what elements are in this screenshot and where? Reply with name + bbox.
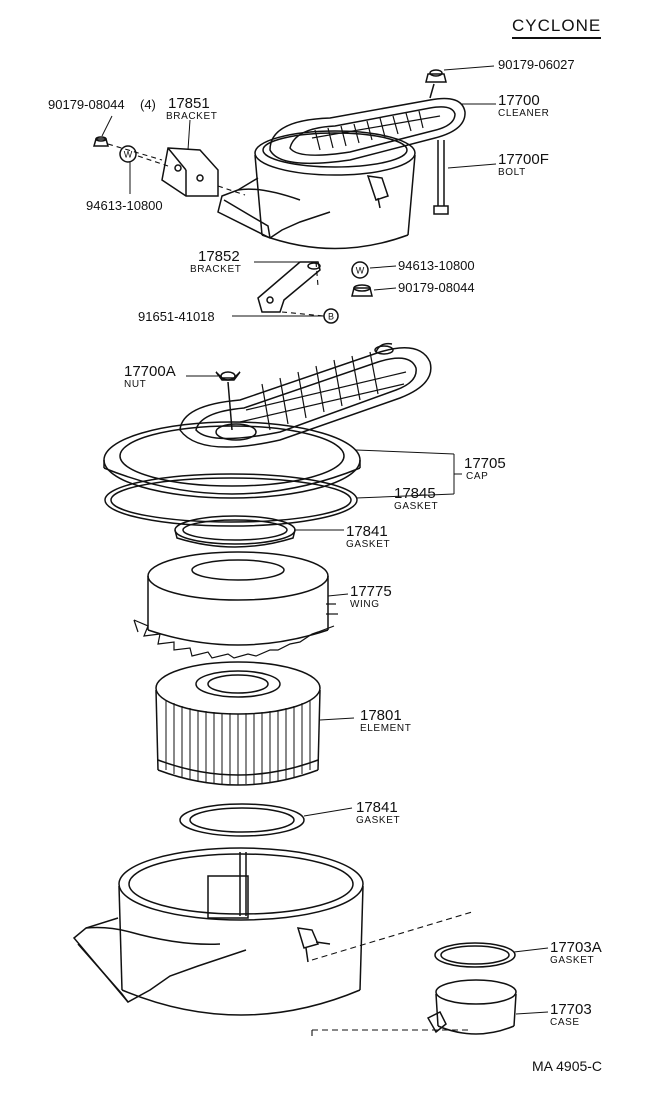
label-17801-number: 17801 — [360, 707, 402, 724]
element-17801-drawing — [156, 662, 320, 785]
drawing-code: MA 4905-C — [532, 1058, 603, 1074]
label-17705-number: 17705 — [464, 455, 506, 472]
label-17841-upper-number: 17841 — [346, 523, 388, 540]
bracket-17852-drawing — [258, 262, 324, 316]
label-17845-name: GASKET — [394, 501, 439, 512]
label-90179-08044-4: 90179-08044 — [48, 97, 125, 112]
label-17841-upper-name: GASKET — [346, 539, 391, 550]
case-group-dashed-outline — [312, 912, 472, 1040]
label-17700-number: 17700 — [498, 92, 540, 109]
case-body-drawing — [74, 848, 363, 1015]
label-17700F-name: BOLT — [498, 167, 526, 178]
washer-marker-upper: W — [124, 150, 133, 160]
label-17841-lower-number: 17841 — [356, 799, 398, 816]
gasket-17841-lower-drawing — [180, 804, 304, 836]
label-17841-lower-name: GASKET — [356, 815, 401, 826]
label-17703-number: 17703 — [550, 1001, 592, 1018]
label-90179-08044: 90179-08044 — [398, 280, 475, 295]
label-17700A-name: NUT — [124, 379, 147, 390]
label-94613-10800-lower: 94613-10800 — [398, 258, 475, 273]
cap-17705-drawing — [104, 344, 431, 498]
leader-lines — [102, 66, 548, 1014]
label-17845-number: 17845 — [394, 485, 436, 502]
page-title: CYCLONE — [512, 16, 602, 39]
label-17700-name: CLEANER — [498, 108, 550, 119]
label-91651-41018: 91651-41018 — [138, 309, 215, 324]
label-17700F-number: 17700F — [498, 151, 549, 168]
label-17703A-name: GASKET — [550, 955, 595, 966]
label-17801-name: ELEMENT — [360, 723, 412, 734]
label-90179-08044-qty: (4) — [140, 97, 156, 112]
label-17705-name: CAP — [466, 471, 489, 482]
label-90179-06027: 90179-06027 — [498, 57, 575, 72]
label-17852-name: BRACKET — [190, 264, 242, 275]
cleaner-assembly-drawing — [108, 70, 465, 286]
label-17700A-number: 17700A — [124, 363, 176, 380]
label-17851-number: 17851 — [168, 95, 210, 112]
washer-marker-lower: W — [356, 266, 365, 276]
label-17775-number: 17775 — [350, 583, 392, 600]
label-94613-10800-upper: 94613-10800 — [86, 198, 163, 213]
label-17703-name: CASE — [550, 1017, 580, 1028]
washer-nut-hardware — [94, 137, 372, 323]
case-17703-drawing — [428, 943, 516, 1034]
label-17852-number: 17852 — [198, 248, 240, 265]
gasket-17845-drawing — [105, 474, 357, 526]
label-17703A-number: 17703A — [550, 939, 602, 956]
label-17775-name: WING — [350, 599, 380, 610]
wing-17775-drawing — [134, 552, 338, 658]
bolt-marker: B — [328, 312, 334, 322]
gasket-17841-upper-drawing — [175, 516, 295, 547]
label-17851-name: BRACKET — [166, 111, 218, 122]
